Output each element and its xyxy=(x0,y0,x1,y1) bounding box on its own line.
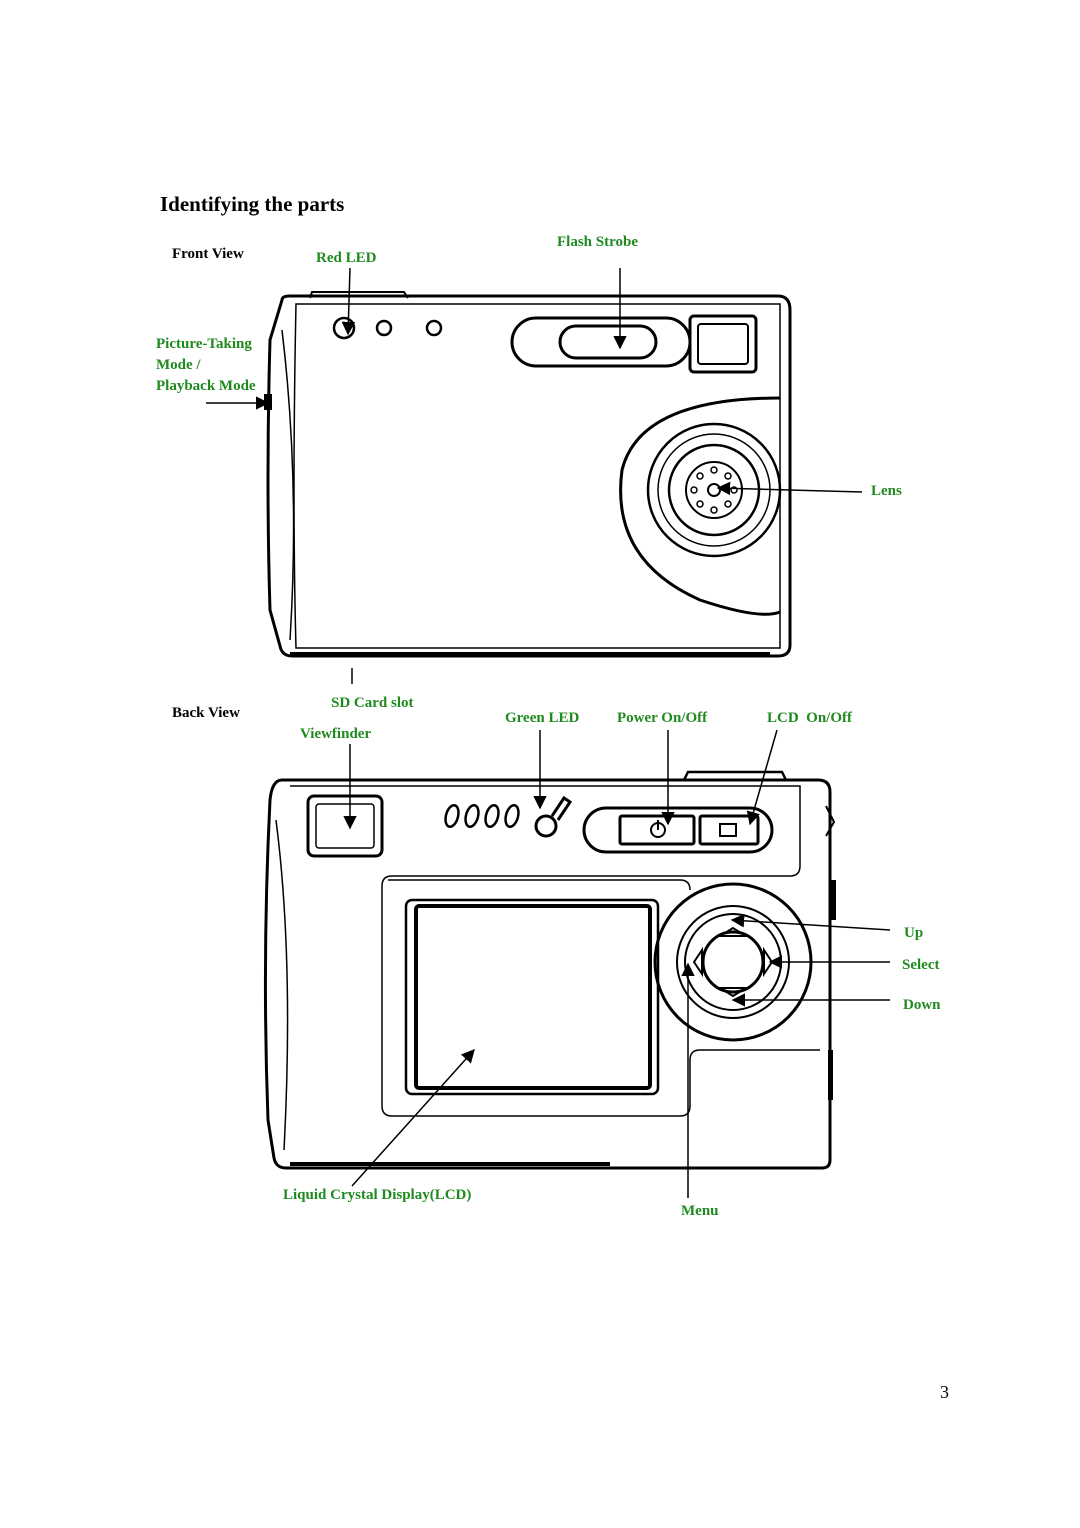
lens-shape xyxy=(619,396,782,616)
mode-label-line2: Mode / xyxy=(156,357,201,373)
up-label: Up xyxy=(904,925,924,941)
speaker-slots xyxy=(444,804,520,828)
back-leader-lines xyxy=(343,729,891,1198)
section-title: Identifying the parts xyxy=(160,192,345,216)
green-led-label: Green LED xyxy=(505,710,580,726)
down-label: Down xyxy=(903,997,941,1013)
button-strip xyxy=(582,806,774,854)
nav-pad-shape xyxy=(653,882,813,1042)
power-label: Power On/Off xyxy=(617,710,708,726)
lcd-onoff-label: LCD On/Off xyxy=(767,710,853,726)
sd-card-slot-label: SD Card slot xyxy=(331,695,414,711)
mode-label-line1: Picture-Taking xyxy=(156,336,252,352)
flash-strobe-label: Flash Strobe xyxy=(557,234,638,250)
back-view-heading: Back View xyxy=(172,705,240,721)
mode-label-line3: Playback Mode xyxy=(156,378,256,394)
menu-label: Menu xyxy=(681,1203,719,1219)
front-leader-lines xyxy=(206,267,863,684)
lcd-label: Liquid Crystal Display(LCD) xyxy=(283,1187,472,1203)
front-view-heading: Front View xyxy=(172,246,244,262)
lens-label: Lens xyxy=(871,483,902,499)
front-leds xyxy=(332,316,443,340)
lcd-screen-shape xyxy=(404,898,660,1096)
viewfinder-label: Viewfinder xyxy=(300,726,372,742)
mode-button-shape xyxy=(264,394,272,410)
page-number: 3 xyxy=(940,1382,949,1402)
back-camera-body xyxy=(263,770,836,1170)
red-led-label: Red LED xyxy=(316,250,377,266)
select-label: Select xyxy=(902,957,940,973)
flash-strobe-shape xyxy=(510,314,758,374)
front-camera-body xyxy=(266,291,792,658)
viewfinder-shape xyxy=(306,794,384,858)
green-led-shape xyxy=(534,795,573,838)
